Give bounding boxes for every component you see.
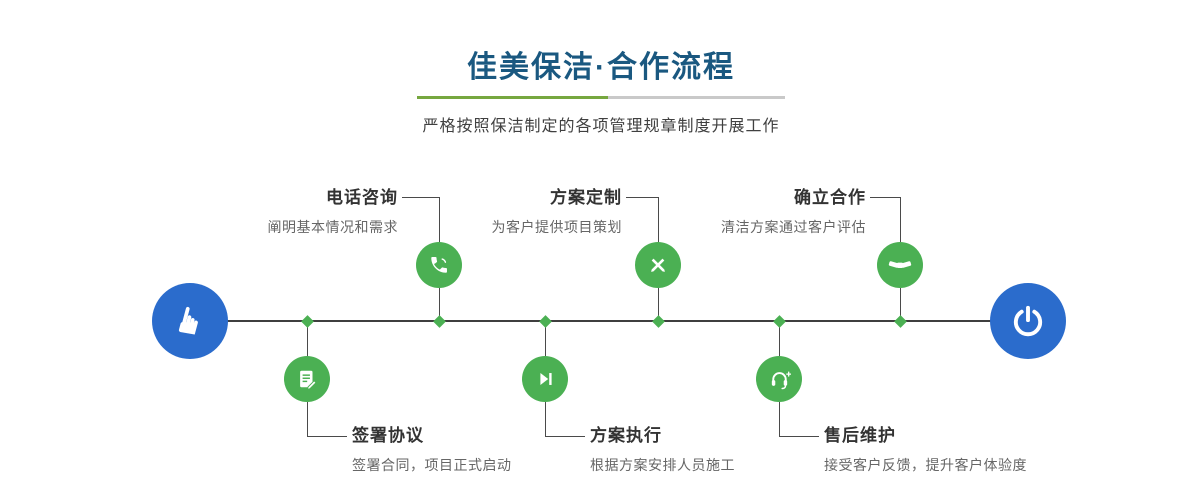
timeline-node-marker bbox=[652, 315, 665, 328]
step-cooperation: 确立合作 清洁方案通过客户评估 bbox=[636, 188, 866, 237]
step-desc: 接受客户反馈，提升客户体验度 bbox=[824, 457, 1027, 473]
step-desc: 签署合同，项目正式启动 bbox=[352, 457, 512, 473]
connector bbox=[439, 288, 440, 320]
connector bbox=[870, 197, 900, 198]
step-title: 方案执行 bbox=[590, 426, 662, 445]
divider-gray-segment bbox=[608, 96, 785, 99]
step-title: 售后维护 bbox=[824, 426, 896, 445]
step-node-phone bbox=[416, 242, 462, 288]
timeline-node-marker bbox=[773, 315, 786, 328]
connector bbox=[545, 436, 585, 437]
timeline-start-node: ☛ bbox=[152, 283, 228, 359]
connector bbox=[545, 402, 546, 437]
step-title: 签署协议 bbox=[352, 426, 424, 445]
step-title: 电话咨询 bbox=[326, 188, 398, 207]
connector bbox=[658, 197, 659, 242]
page-title: 佳美保洁·合作流程 bbox=[467, 51, 735, 84]
connector bbox=[307, 436, 347, 437]
step-title: 确立合作 bbox=[794, 188, 866, 207]
timeline-end-node bbox=[990, 283, 1066, 359]
headset-icon bbox=[771, 371, 791, 389]
connector bbox=[658, 288, 659, 320]
connector bbox=[779, 402, 780, 437]
connector bbox=[900, 288, 901, 320]
divider-green-segment bbox=[417, 96, 609, 99]
pen-design-icon bbox=[651, 258, 665, 272]
timeline-node-marker bbox=[894, 315, 907, 328]
connector bbox=[307, 322, 308, 356]
step-sign-agreement: 签署协议 签署合同，项目正式启动 bbox=[352, 426, 642, 475]
step-node-design bbox=[635, 242, 681, 288]
power-icon bbox=[1013, 305, 1043, 337]
pointing-hand-icon: ☛ bbox=[165, 299, 214, 342]
phone-icon bbox=[431, 257, 447, 273]
title-divider bbox=[417, 96, 785, 99]
step-node-execution bbox=[522, 356, 568, 402]
connector bbox=[779, 436, 819, 437]
timeline-node-marker bbox=[433, 315, 446, 328]
step-desc: 为客户提供项目策划 bbox=[491, 219, 622, 235]
step-plan-execution: 方案执行 根据方案安排人员施工 bbox=[590, 426, 880, 475]
contract-icon bbox=[300, 370, 317, 390]
step-plan-design: 方案定制 为客户提供项目策划 bbox=[392, 188, 622, 237]
step-phone-consult: 电话咨询 阐明基本情况和需求 bbox=[168, 188, 398, 237]
connector bbox=[545, 322, 546, 356]
play-icon bbox=[540, 373, 552, 385]
page-subtitle: 严格按照保洁制定的各项管理规章制度开展工作 bbox=[422, 118, 780, 135]
step-desc: 阐明基本情况和需求 bbox=[267, 219, 398, 235]
step-node-cooperation bbox=[877, 242, 923, 288]
connector bbox=[779, 322, 780, 356]
step-desc: 清洁方案通过客户评估 bbox=[721, 219, 866, 235]
timeline-node-marker bbox=[301, 315, 314, 328]
step-after-sales: 售后维护 接受客户反馈，提升客户体验度 bbox=[824, 426, 1114, 475]
timeline-node-marker bbox=[539, 315, 552, 328]
handshake-icon bbox=[888, 261, 912, 268]
step-node-aftersales bbox=[756, 356, 802, 402]
step-node-contract bbox=[284, 356, 330, 402]
connector bbox=[900, 197, 901, 242]
connector bbox=[626, 197, 658, 198]
connector bbox=[439, 197, 440, 242]
step-desc: 根据方案安排人员施工 bbox=[590, 457, 735, 473]
step-title: 方案定制 bbox=[550, 188, 622, 207]
connector bbox=[307, 402, 308, 437]
timeline-line bbox=[190, 320, 1028, 322]
connector bbox=[402, 197, 439, 198]
